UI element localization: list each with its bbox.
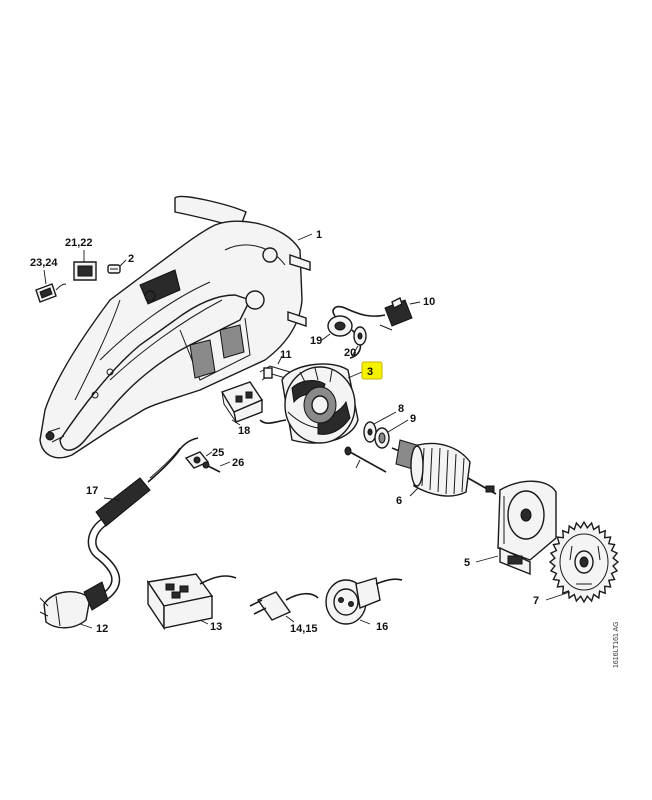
part-26-screw[interactable] <box>202 461 221 473</box>
callout-19: 19 <box>310 335 322 347</box>
callout-26: 26 <box>232 457 244 469</box>
part-5-bracket[interactable] <box>497 480 557 576</box>
callout-12: 12 <box>96 623 108 635</box>
part-25-clamp[interactable] <box>184 451 210 469</box>
callout-3: 3 <box>367 366 373 378</box>
part-21-22-switch[interactable] <box>73 261 97 281</box>
part-14-15-plug[interactable] <box>249 591 319 621</box>
part-9-bearing[interactable] <box>374 427 390 449</box>
part-2-pin[interactable] <box>107 264 121 274</box>
callout-17: 17 <box>86 485 98 497</box>
callout-2: 2 <box>128 253 134 265</box>
part-13-plug[interactable] <box>146 573 237 631</box>
part-7-gear[interactable] <box>548 520 620 604</box>
highlight-box <box>361 361 383 380</box>
callout-13: 13 <box>210 621 222 633</box>
callout-16: 16 <box>376 621 388 633</box>
callout-21-22: 21,22 <box>65 237 93 249</box>
part-19-bushing[interactable] <box>327 315 362 359</box>
part-20-washer[interactable] <box>353 326 367 346</box>
drawing-code: 1616LT161 AG <box>613 621 620 668</box>
callout-6: 6 <box>396 495 402 507</box>
callout-9: 9 <box>410 413 416 425</box>
part-4-screw[interactable] <box>344 446 387 473</box>
part-10-connector[interactable] <box>332 297 413 331</box>
callout-8: 8 <box>398 403 404 415</box>
callout-18: 18 <box>238 425 250 437</box>
part-16-socket[interactable] <box>325 577 403 625</box>
callout-23-24: 23,24 <box>30 257 58 269</box>
callout-1: 1 <box>316 229 322 241</box>
callout-11: 11 <box>280 349 292 361</box>
part-6-armature[interactable] <box>391 439 497 497</box>
part-3-stator[interactable] <box>259 363 359 444</box>
callout-10: 10 <box>423 296 435 308</box>
part-18-switch[interactable] <box>220 381 264 423</box>
part-23-24-brush[interactable] <box>35 283 67 303</box>
part-12-plug[interactable] <box>39 581 109 629</box>
part-8-washer[interactable] <box>363 421 377 443</box>
callout-5: 5 <box>464 557 470 569</box>
part-17-power-cord[interactable] <box>87 437 199 604</box>
callout-25: 25 <box>212 447 224 459</box>
motor-housing[interactable] <box>39 195 311 459</box>
callout-20: 20 <box>344 347 356 359</box>
callout-14-15: 14,15 <box>290 623 318 635</box>
callout-7: 7 <box>533 595 539 607</box>
